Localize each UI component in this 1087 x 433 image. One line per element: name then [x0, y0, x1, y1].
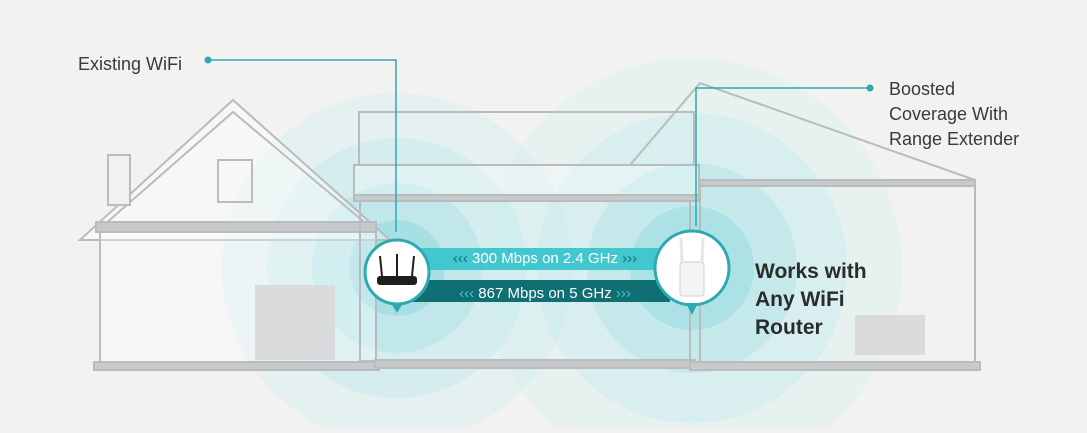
callout-lines	[208, 59, 870, 232]
works-with-any-router-label: Works with Any WiFi Router	[755, 258, 867, 342]
router-bubble	[363, 238, 431, 313]
boosted-line-2: Coverage With	[889, 104, 1009, 124]
arrows-left-icon: ‹‹‹	[452, 250, 468, 267]
works-line-2: Any WiFi	[755, 288, 845, 311]
extender-bubble	[653, 229, 731, 315]
boosted-line-1: Boosted	[889, 79, 956, 99]
garage-house	[77, 98, 393, 371]
band-24-bar	[405, 248, 670, 270]
existing-wifi-dot	[204, 56, 212, 64]
band-5-text: 867 Mbps on 5 GHz	[478, 285, 612, 302]
works-line-3: Router	[755, 316, 823, 339]
band-24-text: 300 Mbps on 2.4 GHz	[472, 250, 618, 267]
boosted-dot	[866, 84, 874, 92]
boosted-coverage-label: Boosted Coverage With Range Extender	[889, 77, 1019, 152]
band-5-bar	[405, 280, 670, 302]
works-line-1: Works with	[755, 260, 867, 283]
arrows-right-icon: ›››	[615, 285, 631, 302]
band-5-label: ‹‹‹ 867 Mbps on 5 GHz ›››	[425, 283, 665, 305]
arrows-right-icon: ›››	[622, 250, 638, 267]
arrows-left-icon: ‹‹‹	[459, 285, 475, 302]
extender-icon	[679, 261, 705, 297]
existing-wifi-label: Existing WiFi	[78, 54, 183, 74]
band-24-label: ‹‹‹ 300 Mbps on 2.4 GHz ›››	[425, 248, 665, 270]
router-icon	[377, 276, 417, 285]
boosted-line-3: Range Extender	[889, 129, 1020, 149]
